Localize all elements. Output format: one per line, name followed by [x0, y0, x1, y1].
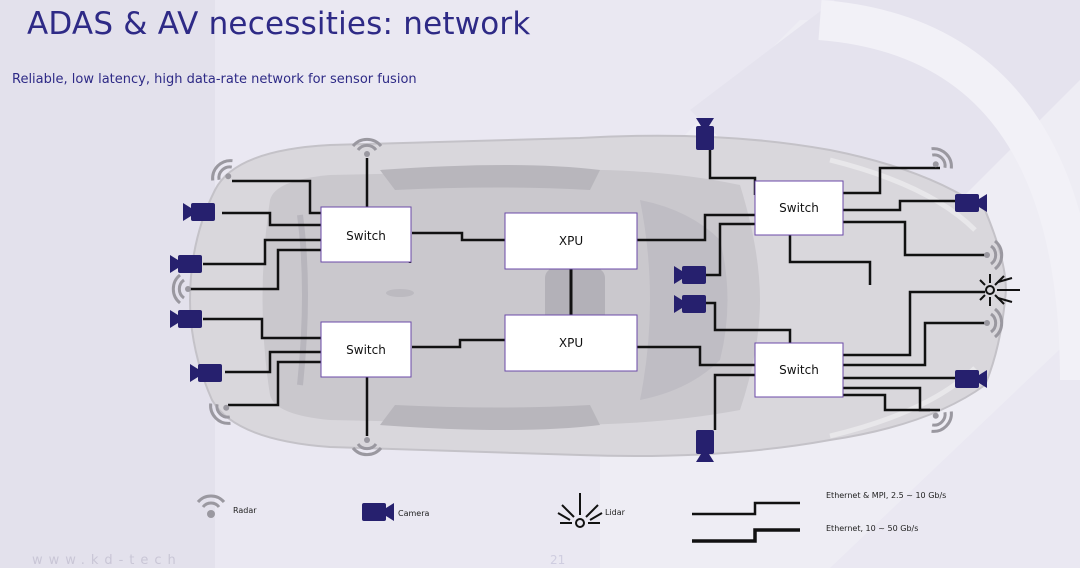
radar-icon	[209, 403, 231, 425]
camera-icon	[190, 364, 222, 382]
page-subtitle: Reliable, low latency, high data-rate ne…	[12, 72, 417, 87]
radar-icon	[984, 239, 1004, 271]
lidar-icon	[557, 493, 603, 528]
xpu-top: XPU	[504, 212, 638, 270]
switch-front-right-label: Switch	[779, 201, 819, 215]
radar-icon	[351, 137, 383, 157]
lidar-icon	[979, 274, 1020, 306]
legend-line-ethernet	[692, 528, 800, 543]
radar-icon	[351, 437, 383, 457]
camera-icon	[170, 255, 202, 273]
switch-front-left: Switch	[320, 206, 412, 263]
xpu-top-label: XPU	[559, 234, 583, 248]
radar-icon	[984, 307, 1004, 339]
page-title: ADAS & AV necessities: network	[27, 6, 531, 42]
xpu-bottom-label: XPU	[559, 336, 583, 350]
legend-radar-label: Radar	[233, 506, 257, 515]
switch-rear-left-label: Switch	[346, 343, 386, 357]
switch-front-left-label: Switch	[346, 229, 386, 243]
camera-icon	[183, 203, 215, 221]
camera-icon	[362, 503, 394, 521]
legend-camera-label: Camera	[398, 509, 429, 518]
legend-lidar-label: Lidar	[605, 508, 626, 517]
radar-icon	[931, 147, 953, 169]
footer-url: www.kd-tech	[32, 553, 182, 568]
switch-rear-right: Switch	[754, 342, 844, 398]
car-silhouette	[188, 134, 1007, 457]
xpu-bottom: XPU	[504, 314, 638, 372]
switch-rear-right-label: Switch	[779, 363, 819, 377]
network-links	[190, 150, 985, 436]
legend-line-ethernet-mpi	[692, 501, 800, 516]
radar-icon	[196, 494, 226, 518]
legend-ethernet-label: Ethernet, 10 ~ 50 Gb/s	[826, 524, 918, 533]
switch-front-right: Switch	[754, 180, 844, 236]
legend-ethernet-mpi-label: Ethernet & MPI, 2.5 ~ 10 Gb/s	[826, 491, 946, 500]
page-number: 21	[550, 553, 566, 567]
camera-icon	[170, 310, 202, 328]
camera-icon	[696, 118, 714, 150]
switch-rear-left: Switch	[320, 321, 412, 378]
legend: Radar Camera Lidar Ethernet & MPI, 2.5 ~…	[196, 491, 946, 543]
radar-icon	[931, 411, 953, 433]
camera-icon	[696, 430, 714, 462]
radar-icon	[211, 159, 233, 181]
radar-icon	[171, 273, 191, 305]
